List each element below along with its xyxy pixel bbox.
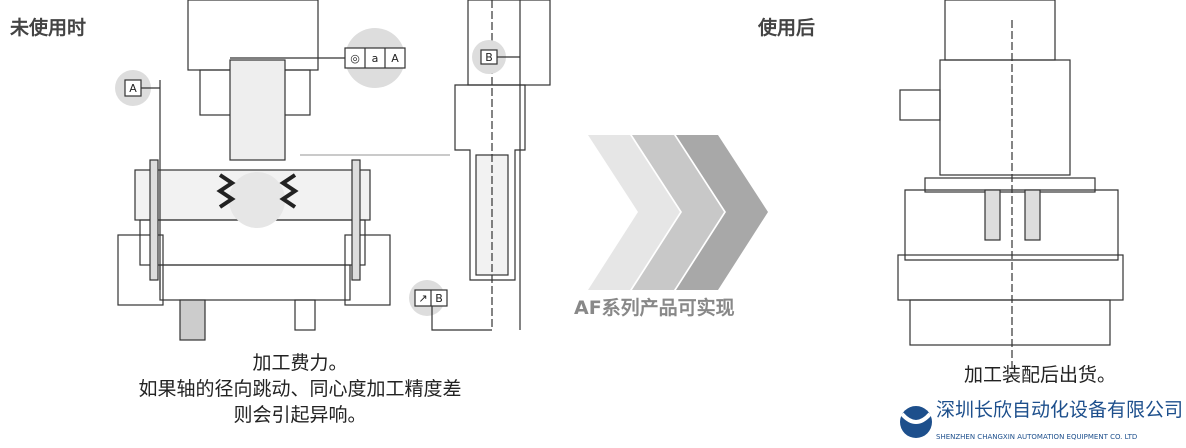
after-assembly-drawing bbox=[897, 0, 1124, 370]
concentricity-callout bbox=[344, 28, 406, 88]
logo-icon bbox=[900, 406, 932, 438]
runout-symbol: ↗ bbox=[418, 292, 427, 305]
datum-a-callout bbox=[115, 70, 160, 106]
runout-callout bbox=[409, 280, 492, 331]
caption-line: 如果轴的径向跳动、同心度加工精度差 bbox=[138, 378, 462, 400]
datum-b-letter: B bbox=[485, 51, 493, 64]
before-assembly-drawing bbox=[117, 0, 450, 341]
arrow-chevrons bbox=[588, 135, 768, 290]
caption-before: 加工费力。 如果轴的径向跳动、同心度加工精度差 则会引起异响。 bbox=[90, 350, 510, 428]
caption-line: 加工费力。 bbox=[252, 352, 348, 374]
runout-datum: B bbox=[435, 292, 443, 305]
concentricity-cell: A bbox=[391, 52, 399, 65]
caption-line: 则会引起异响。 bbox=[233, 404, 367, 426]
shaft-drawing bbox=[454, 0, 551, 330]
concentricity-cell: a bbox=[372, 52, 379, 65]
datum-b-callout bbox=[472, 40, 520, 74]
caption-after: 加工装配后出货。 bbox=[963, 364, 1116, 386]
arrow-text: AF系列产品可实现 bbox=[574, 297, 735, 319]
company-logo: 深圳长欣自动化设备有限公司 SHENZHEN CHANGXIN AUTOMATI… bbox=[896, 398, 1186, 448]
concentricity-cell: ◎ bbox=[350, 52, 360, 65]
logo-name-en: SHENZHEN CHANGXIN AUTOMATION EQUIPMENT C… bbox=[936, 433, 1138, 441]
after-label: 使用后 bbox=[758, 17, 816, 39]
datum-a-letter: A bbox=[129, 82, 137, 95]
before-label: 未使用时 bbox=[10, 17, 87, 39]
logo-name-cn: 深圳长欣自动化设备有限公司 bbox=[936, 399, 1184, 421]
